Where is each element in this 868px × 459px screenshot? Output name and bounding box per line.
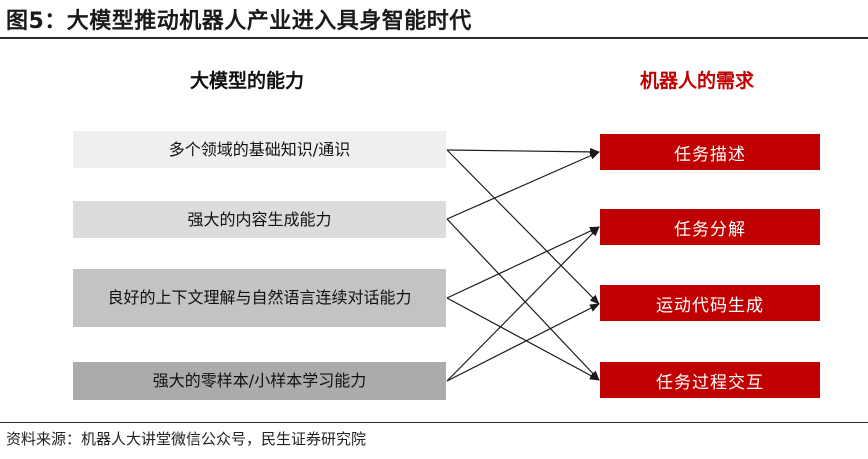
need-box-task-decomposition: 任务分解 (600, 209, 820, 245)
arrow-knowledge-to-description (446, 147, 600, 156)
capability-label: 强大的内容生成能力 (187, 209, 332, 229)
figure-title: 图5：大模型推动机器人产业进入具身智能时代 (6, 9, 472, 34)
capability-box-content-generation: 强大的内容生成能力 (73, 201, 446, 238)
arrow-few-shot-to-motion-code (446, 303, 600, 382)
need-box-task-process-interaction: 任务过程交互 (600, 362, 820, 398)
source-divider (0, 422, 868, 423)
arrow-generation-to-process-interaction (446, 218, 600, 381)
capability-label: 良好的上下文理解与自然语言连续对话能力 (107, 288, 412, 307)
need-box-task-description: 任务描述 (600, 134, 820, 170)
arrow-dialogue-to-process-interaction (446, 297, 600, 381)
source-note: 资料来源：机器人大讲堂微信公众号，民生证券研究院 (6, 430, 367, 448)
capability-label: 多个领域的基础知识/通识 (168, 139, 351, 159)
arrow-generation-to-description (446, 151, 600, 220)
need-label: 任务过程交互 (656, 372, 764, 393)
arrow-few-shot-to-decomposition (446, 226, 600, 382)
need-label: 运动代码生成 (656, 295, 764, 316)
capabilities-heading: 大模型的能力 (190, 70, 305, 92)
capability-label: 强大的零样本/小样本学习能力 (152, 371, 367, 390)
need-box-motion-code-generation: 运动代码生成 (600, 285, 820, 321)
need-label: 任务分解 (674, 219, 746, 240)
title-divider (0, 37, 868, 39)
capability-box-context-dialogue: 良好的上下文理解与自然语言连续对话能力 (73, 269, 446, 327)
capability-box-few-shot-learning: 强大的零样本/小样本学习能力 (73, 362, 446, 400)
need-label: 任务描述 (674, 144, 746, 165)
needs-heading: 机器人的需求 (640, 70, 755, 92)
capability-box-general-knowledge: 多个领域的基础知识/通识 (73, 131, 446, 168)
arrow-dialogue-to-decomposition (446, 226, 600, 299)
arrow-knowledge-to-motion-code (446, 149, 600, 305)
